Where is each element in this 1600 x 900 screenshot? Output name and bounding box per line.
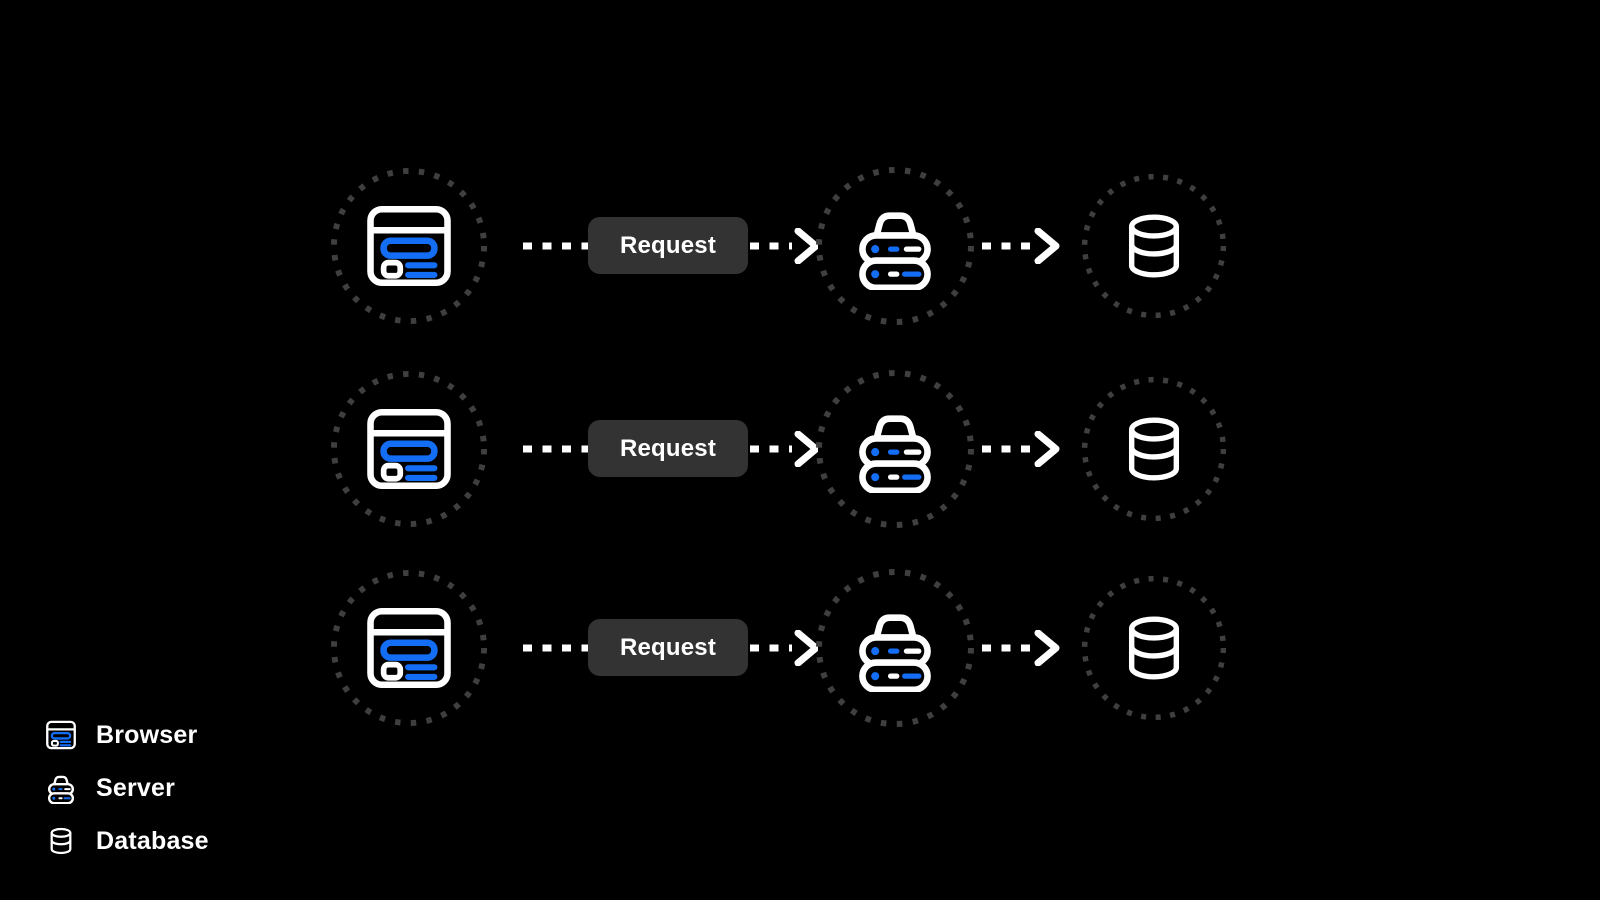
dashed-ring [815,369,975,529]
dashed-ring [815,166,975,326]
database-node [1081,376,1227,522]
dashed-arrow [982,431,1060,467]
browser-icon [44,718,78,752]
server-node [815,369,975,529]
dashed-ring [1081,575,1227,721]
legend-label: Server [96,773,176,802]
arrowhead-icon [794,630,818,666]
request-label-chip: Request [588,619,748,676]
legend-label: Browser [96,720,198,749]
server-node [815,568,975,728]
server-node [815,166,975,326]
server-icon [44,771,78,805]
dashed-arrow [982,630,1060,666]
legend-item-database: Database [44,824,209,858]
dashed-arrow [750,431,818,467]
arrowhead-icon [1034,431,1060,467]
dashed-connector [523,644,588,652]
browser-node [330,569,488,727]
legend-item-server: Server [44,771,209,805]
arrowhead-icon [794,228,818,264]
arrowhead-icon [794,431,818,467]
flow-row: Request [330,369,1240,529]
dashed-ring [330,370,488,528]
dashed-ring [330,167,488,325]
flow-row: Request [330,166,1240,326]
dashed-connector [523,242,588,250]
dashed-ring [1081,376,1227,522]
legend-item-browser: Browser [44,718,209,752]
dashed-arrow [750,630,818,666]
legend-label: Database [96,826,209,855]
database-icon [44,824,78,858]
arrowhead-icon [1034,228,1060,264]
legend: Browser Server Database [44,718,209,858]
browser-node [330,167,488,325]
dashed-connector [523,445,588,453]
flow-row: Request [330,568,1240,728]
request-label-chip: Request [588,420,748,477]
database-node [1081,173,1227,319]
dashed-arrow [750,228,818,264]
request-label-chip: Request [588,217,748,274]
arrowhead-icon [1034,630,1060,666]
dashed-ring [1081,173,1227,319]
dashed-ring [330,569,488,727]
database-node [1081,575,1227,721]
dashed-arrow [982,228,1060,264]
dashed-ring [815,568,975,728]
browser-node [330,370,488,528]
